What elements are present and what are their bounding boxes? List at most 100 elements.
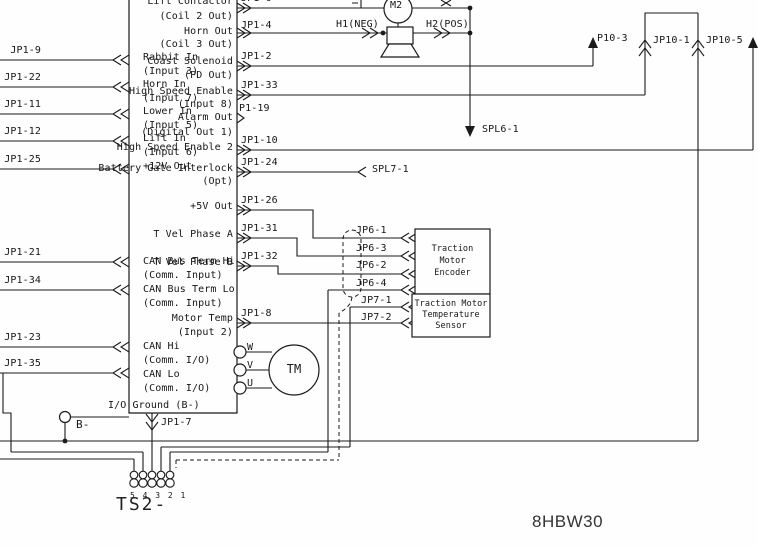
pin-label: JP1-6 [241, 0, 272, 4]
horn-contactor-m2-symbol [383, 0, 413, 24]
signal-label: T Vel Phase B [153, 257, 233, 268]
motor-label: TM [286, 362, 302, 376]
io-ground-label: I/O Ground (B-) [108, 400, 200, 411]
encoder-name: Encoder [434, 268, 471, 278]
right-connector-chevron-icons [236, 2, 253, 329]
junction-dots [62, 5, 473, 444]
signal-label: Battery Gate Interlock [98, 163, 233, 174]
signal-detail: (Input 8) [177, 99, 233, 110]
signal-detail: (Coil 3 Out) [159, 39, 233, 50]
signal-label: +5V Out [190, 201, 233, 212]
temp-sensor-box [411, 293, 491, 338]
left-connector-chevron-icons [111, 54, 130, 379]
arrowhead-icons [465, 37, 758, 137]
temp-sensor-name: Traction Motor [414, 299, 488, 309]
b-minus-terminal [58, 410, 72, 424]
pin-label: JP1-26 [241, 195, 278, 206]
h2-pos-label: H2(POS) [426, 19, 469, 30]
pin-label: JP1-33 [241, 80, 278, 91]
phase-terminal-u [233, 381, 247, 395]
temp-sensor-name: Sensor [435, 321, 467, 331]
signal-label: CAN Bus Term Lo [143, 284, 235, 295]
signal-detail: (Input 6) [143, 147, 199, 158]
signal-label: Coast Solenoid [147, 56, 233, 67]
h1-neg-label: H1(NEG) [336, 19, 379, 30]
temp-sensor-pin-label: JP7-1 [361, 295, 392, 306]
signal-label: Rabbit In [143, 52, 199, 63]
pin-label: JP1-4 [241, 20, 272, 31]
encoder-name: Traction [431, 244, 474, 254]
signal-label: Horn Out [184, 26, 233, 37]
ts2-terminal-lugs [129, 470, 175, 488]
signal-detail: (Input 2) [177, 327, 233, 338]
pin-label: JP1-23 [4, 332, 41, 343]
pin-label: P1-19 [239, 103, 270, 114]
m2-label: M2 [390, 0, 403, 11]
signal-label: Alarm Out [177, 112, 233, 123]
traction-motor-symbol [268, 344, 320, 396]
pin-label: JP1-11 [4, 99, 41, 110]
signal-label: Lift Contactor [147, 0, 233, 7]
signal-label: Horn In [143, 79, 186, 90]
pin-label: JP1-2 [241, 51, 272, 62]
encoder-name: Motor [439, 256, 466, 266]
jp10-up-chevron-icons [638, 39, 705, 57]
signal-detail: (Opt) [202, 176, 233, 187]
spl7-arrow-icon [356, 166, 367, 178]
harness-pin-label: P10-3 [597, 33, 628, 44]
signal-detail: (Comm. I/O) [143, 383, 211, 394]
horn-symbol-body [386, 26, 414, 45]
pin-label: JP1-12 [4, 126, 41, 137]
signal-label: +12V Out [143, 161, 192, 172]
signal-label: Lower In [143, 106, 192, 117]
horn-symbol-bell [379, 43, 421, 58]
phase-label-u: U [247, 378, 254, 389]
pin-label: JP1-9 [10, 45, 41, 56]
pin-label: JP1-10 [241, 135, 278, 146]
signal-label: CAN Bus Term Hi [143, 256, 235, 267]
signal-label: T Vel Phase A [153, 229, 233, 240]
signal-detail: (PD Out) [184, 70, 233, 81]
splice-label: SPL6-1 [482, 124, 519, 135]
signal-detail: (Comm. I/O) [143, 355, 211, 366]
horn-connector-chevron-icons [361, 27, 452, 39]
encoder-pin-label: JP6-1 [356, 225, 387, 236]
b-minus-label: B- [76, 418, 90, 431]
cable-shield-dashed [175, 229, 362, 468]
signal-label: High Speed Enable 2 [116, 142, 233, 153]
jp1-7-down-chevron-icon [145, 413, 159, 431]
signal-detail: (Input 7) [143, 93, 199, 104]
signal-detail: (Input 5) [143, 120, 199, 131]
pin-label: JP1-31 [241, 223, 278, 234]
pin-label: JP1-34 [4, 275, 41, 286]
signal-label: CAN Hi [143, 341, 180, 352]
signal-label: Lift In [143, 133, 186, 144]
terminal-numbers: 5 4 3 2 1 [130, 491, 187, 500]
phase-terminal-v [233, 363, 247, 377]
phase-label-w: W [247, 342, 254, 353]
encoder-pin-label: JP6-2 [356, 260, 387, 271]
signal-detail: (Comm. Input) [143, 270, 223, 281]
phase-label-v: V [247, 360, 254, 371]
temp-sensor-pin-label: JP7-2 [361, 312, 392, 323]
pin-label: JP1-24 [241, 157, 278, 168]
harness-pin-label: JP10-1 [653, 35, 690, 46]
signal-label: CAN Lo [143, 369, 180, 380]
signal-label: Motor Temp [171, 313, 233, 324]
pin-label: JP1-21 [4, 247, 41, 258]
ground-pin-label: JP1-7 [161, 417, 192, 428]
pin-label: JP1-25 [4, 154, 41, 165]
pin-label: JP1-8 [241, 308, 272, 319]
signal-detail: (Comm. Input) [143, 298, 223, 309]
phase-terminal-w [233, 345, 247, 359]
encoder-pin-label: JP6-3 [356, 243, 387, 254]
temp-sensor-name: Temperature [422, 310, 480, 320]
pin-label: JP1-35 [4, 358, 41, 369]
signal-label: High Speed Enable [128, 86, 233, 97]
terminal-strip-label: TS2- [116, 494, 168, 515]
encoder-pin-label: JP6-4 [356, 278, 387, 289]
splice-label: SPL7-1 [372, 164, 409, 175]
signal-detail: (Digital Out 1) [141, 127, 233, 138]
